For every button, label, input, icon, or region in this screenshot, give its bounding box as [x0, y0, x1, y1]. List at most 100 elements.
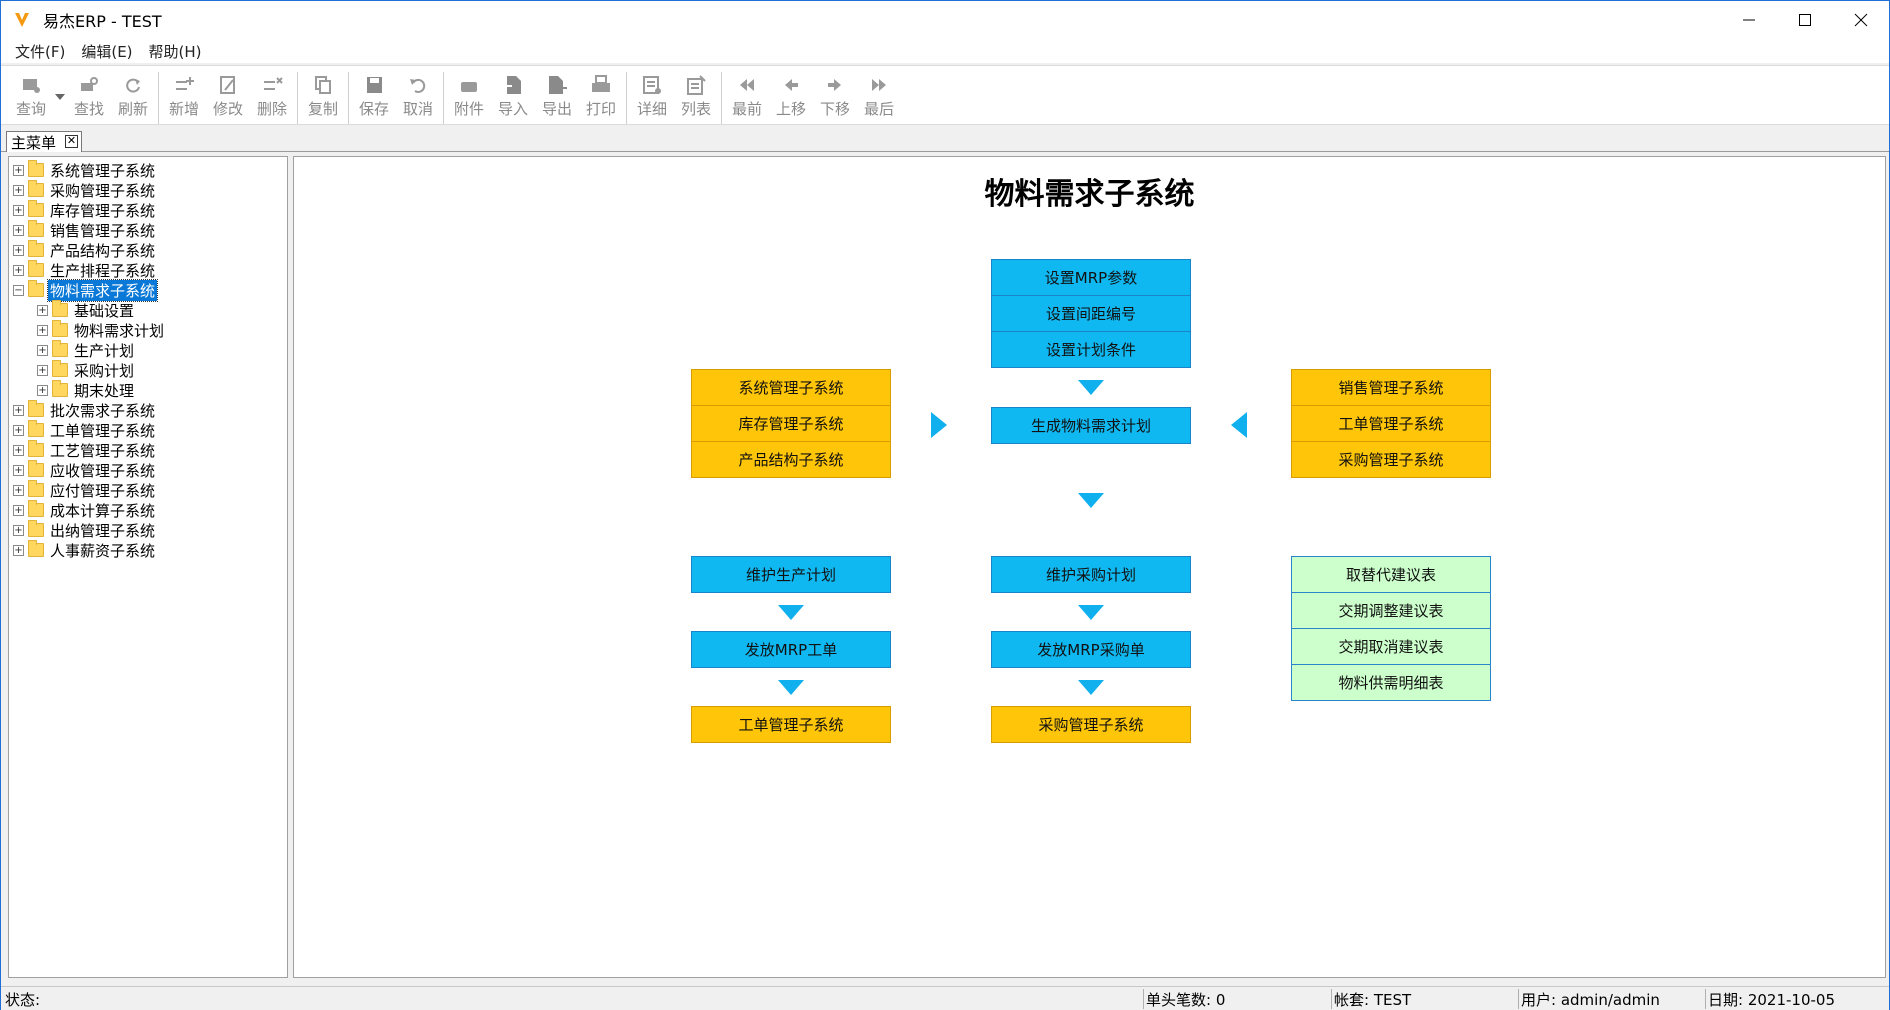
expand-icon[interactable]: +: [37, 364, 48, 376]
tree-item[interactable]: +采购计划: [9, 360, 287, 380]
expand-icon[interactable]: +: [13, 484, 24, 496]
tree-item[interactable]: +期末处理: [9, 380, 287, 400]
set-interval-code-box[interactable]: 设置间距编号: [991, 295, 1191, 332]
menu-help[interactable]: 帮助(H): [148, 42, 202, 61]
import-button[interactable]: 导入: [491, 72, 535, 122]
menu-file[interactable]: 文件(F): [15, 42, 66, 61]
purchase-system-box[interactable]: 采购管理子系统: [991, 706, 1191, 743]
minimize-button[interactable]: [1721, 1, 1777, 39]
delete-label: 删除: [256, 100, 287, 118]
supply-demand-detail-box[interactable]: 物料供需明细表: [1291, 664, 1491, 701]
folder-icon: [52, 320, 68, 337]
issue-mrp-po-box[interactable]: 发放MRP采购单: [991, 631, 1191, 668]
set-mrp-params-box[interactable]: 设置MRP参数: [991, 259, 1191, 296]
substitute-suggestion-box[interactable]: 取替代建议表: [1291, 556, 1491, 593]
attach-button[interactable]: 附件: [447, 72, 491, 122]
expand-icon[interactable]: +: [13, 264, 24, 276]
delete-button[interactable]: 删除: [250, 72, 294, 122]
cancel-button[interactable]: 取消: [396, 72, 440, 122]
tab-close-icon[interactable]: ✕: [65, 134, 78, 148]
expand-icon[interactable]: +: [37, 344, 48, 356]
toolbar-separator: [721, 72, 722, 124]
date-adjust-suggestion-box[interactable]: 交期调整建议表: [1291, 592, 1491, 629]
expand-icon[interactable]: +: [37, 384, 48, 396]
app-logo-icon: [11, 9, 33, 31]
last-button[interactable]: 最后: [857, 72, 901, 122]
expand-icon[interactable]: +: [13, 164, 24, 176]
expand-icon[interactable]: +: [13, 544, 24, 556]
expand-icon[interactable]: +: [13, 464, 24, 476]
expand-icon[interactable]: +: [13, 224, 24, 236]
list-button[interactable]: 列表: [674, 72, 718, 122]
add-button[interactable]: 新增: [162, 72, 206, 122]
detail-button[interactable]: 详细: [630, 72, 674, 122]
maintain-production-plan-box[interactable]: 维护生产计划: [691, 556, 891, 593]
input-bom-box[interactable]: 产品结构子系统: [691, 441, 891, 478]
prev-button[interactable]: 上移: [769, 72, 813, 122]
tree-item[interactable]: −物料需求子系统: [9, 278, 287, 302]
tree-item[interactable]: +生产计划: [9, 340, 287, 360]
next-button[interactable]: 下移: [813, 72, 857, 122]
title-bar[interactable]: 易杰ERP - TEST: [1, 1, 1889, 39]
workorder-system-box[interactable]: 工单管理子系统: [691, 706, 891, 743]
tree-item[interactable]: +物料需求计划: [9, 320, 287, 340]
expand-icon[interactable]: +: [13, 444, 24, 456]
tree-item[interactable]: +采购管理子系统: [9, 180, 287, 200]
tree-item[interactable]: +工艺管理子系统: [9, 440, 287, 460]
input-workorder-box[interactable]: 工单管理子系统: [1291, 405, 1491, 442]
expand-icon[interactable]: +: [13, 524, 24, 536]
tree-item[interactable]: +库存管理子系统: [9, 200, 287, 220]
next-label: 下移: [819, 100, 850, 118]
input-system-box[interactable]: 系统管理子系统: [691, 369, 891, 406]
query-button[interactable]: 查询: [9, 72, 53, 122]
copy-button[interactable]: 复制: [301, 72, 345, 122]
maximize-button[interactable]: [1777, 1, 1833, 39]
issue-mrp-workorder-box[interactable]: 发放MRP工单: [691, 631, 891, 668]
tree-item[interactable]: +生产排程子系统: [9, 260, 287, 280]
toolbar-separator: [443, 72, 444, 124]
edit-button[interactable]: 修改: [206, 72, 250, 122]
print-button[interactable]: 打印: [579, 72, 623, 122]
tree-item-label: 成本计算子系统: [50, 501, 156, 520]
folder-icon: [52, 380, 68, 397]
set-plan-condition-box[interactable]: 设置计划条件: [991, 331, 1191, 368]
close-button[interactable]: [1833, 1, 1889, 39]
tree-item[interactable]: +系统管理子系统: [9, 160, 287, 180]
menu-edit[interactable]: 编辑(E): [81, 42, 133, 61]
tree-item[interactable]: + 成本计算子系统: [9, 500, 287, 520]
find-button[interactable]: 查找: [67, 72, 111, 122]
generate-mrp-box[interactable]: 生成物料需求计划: [991, 407, 1191, 444]
save-button[interactable]: 保存: [352, 72, 396, 122]
expand-icon[interactable]: +: [13, 204, 24, 216]
export-button[interactable]: 导出: [535, 72, 579, 122]
tree-item[interactable]: + 人事薪资子系统: [9, 540, 287, 560]
expand-icon[interactable]: +: [37, 324, 48, 336]
tree-item[interactable]: +工单管理子系统: [9, 420, 287, 440]
expand-icon[interactable]: +: [13, 504, 24, 516]
first-button[interactable]: 最前: [725, 72, 769, 122]
input-sales-box[interactable]: 销售管理子系统: [1291, 369, 1491, 406]
collapse-icon[interactable]: −: [13, 284, 24, 296]
date-cancel-suggestion-box[interactable]: 交期取消建议表: [1291, 628, 1491, 665]
tree-item[interactable]: +产品结构子系统: [9, 240, 287, 260]
query-dropdown[interactable]: [53, 72, 67, 122]
tree-item[interactable]: +销售管理子系统: [9, 220, 287, 240]
tree-item-label: 人事薪资子系统: [50, 541, 156, 560]
input-inventory-box[interactable]: 库存管理子系统: [691, 405, 891, 442]
input-purchase-box[interactable]: 采购管理子系统: [1291, 441, 1491, 478]
expand-icon[interactable]: +: [13, 424, 24, 436]
maintain-purchase-plan-box[interactable]: 维护采购计划: [991, 556, 1191, 593]
expand-icon[interactable]: +: [13, 244, 24, 256]
tree-item[interactable]: +出纳管理子系统: [9, 520, 287, 540]
tree-item[interactable]: +基础设置: [9, 300, 287, 320]
undo-icon: [407, 72, 429, 98]
refresh-button[interactable]: 刷新: [111, 72, 155, 122]
tab-main-menu[interactable]: 主菜单 ✕: [6, 131, 82, 152]
expand-icon[interactable]: +: [13, 184, 24, 196]
status-record-count: 单头笔数: 0: [1143, 989, 1329, 1009]
tree-item[interactable]: +批次需求子系统: [9, 400, 287, 420]
tree-item[interactable]: +应收管理子系统: [9, 460, 287, 480]
expand-icon[interactable]: +: [13, 404, 24, 416]
tree-item[interactable]: +应付管理子系统: [9, 480, 287, 500]
expand-icon[interactable]: +: [37, 304, 48, 316]
